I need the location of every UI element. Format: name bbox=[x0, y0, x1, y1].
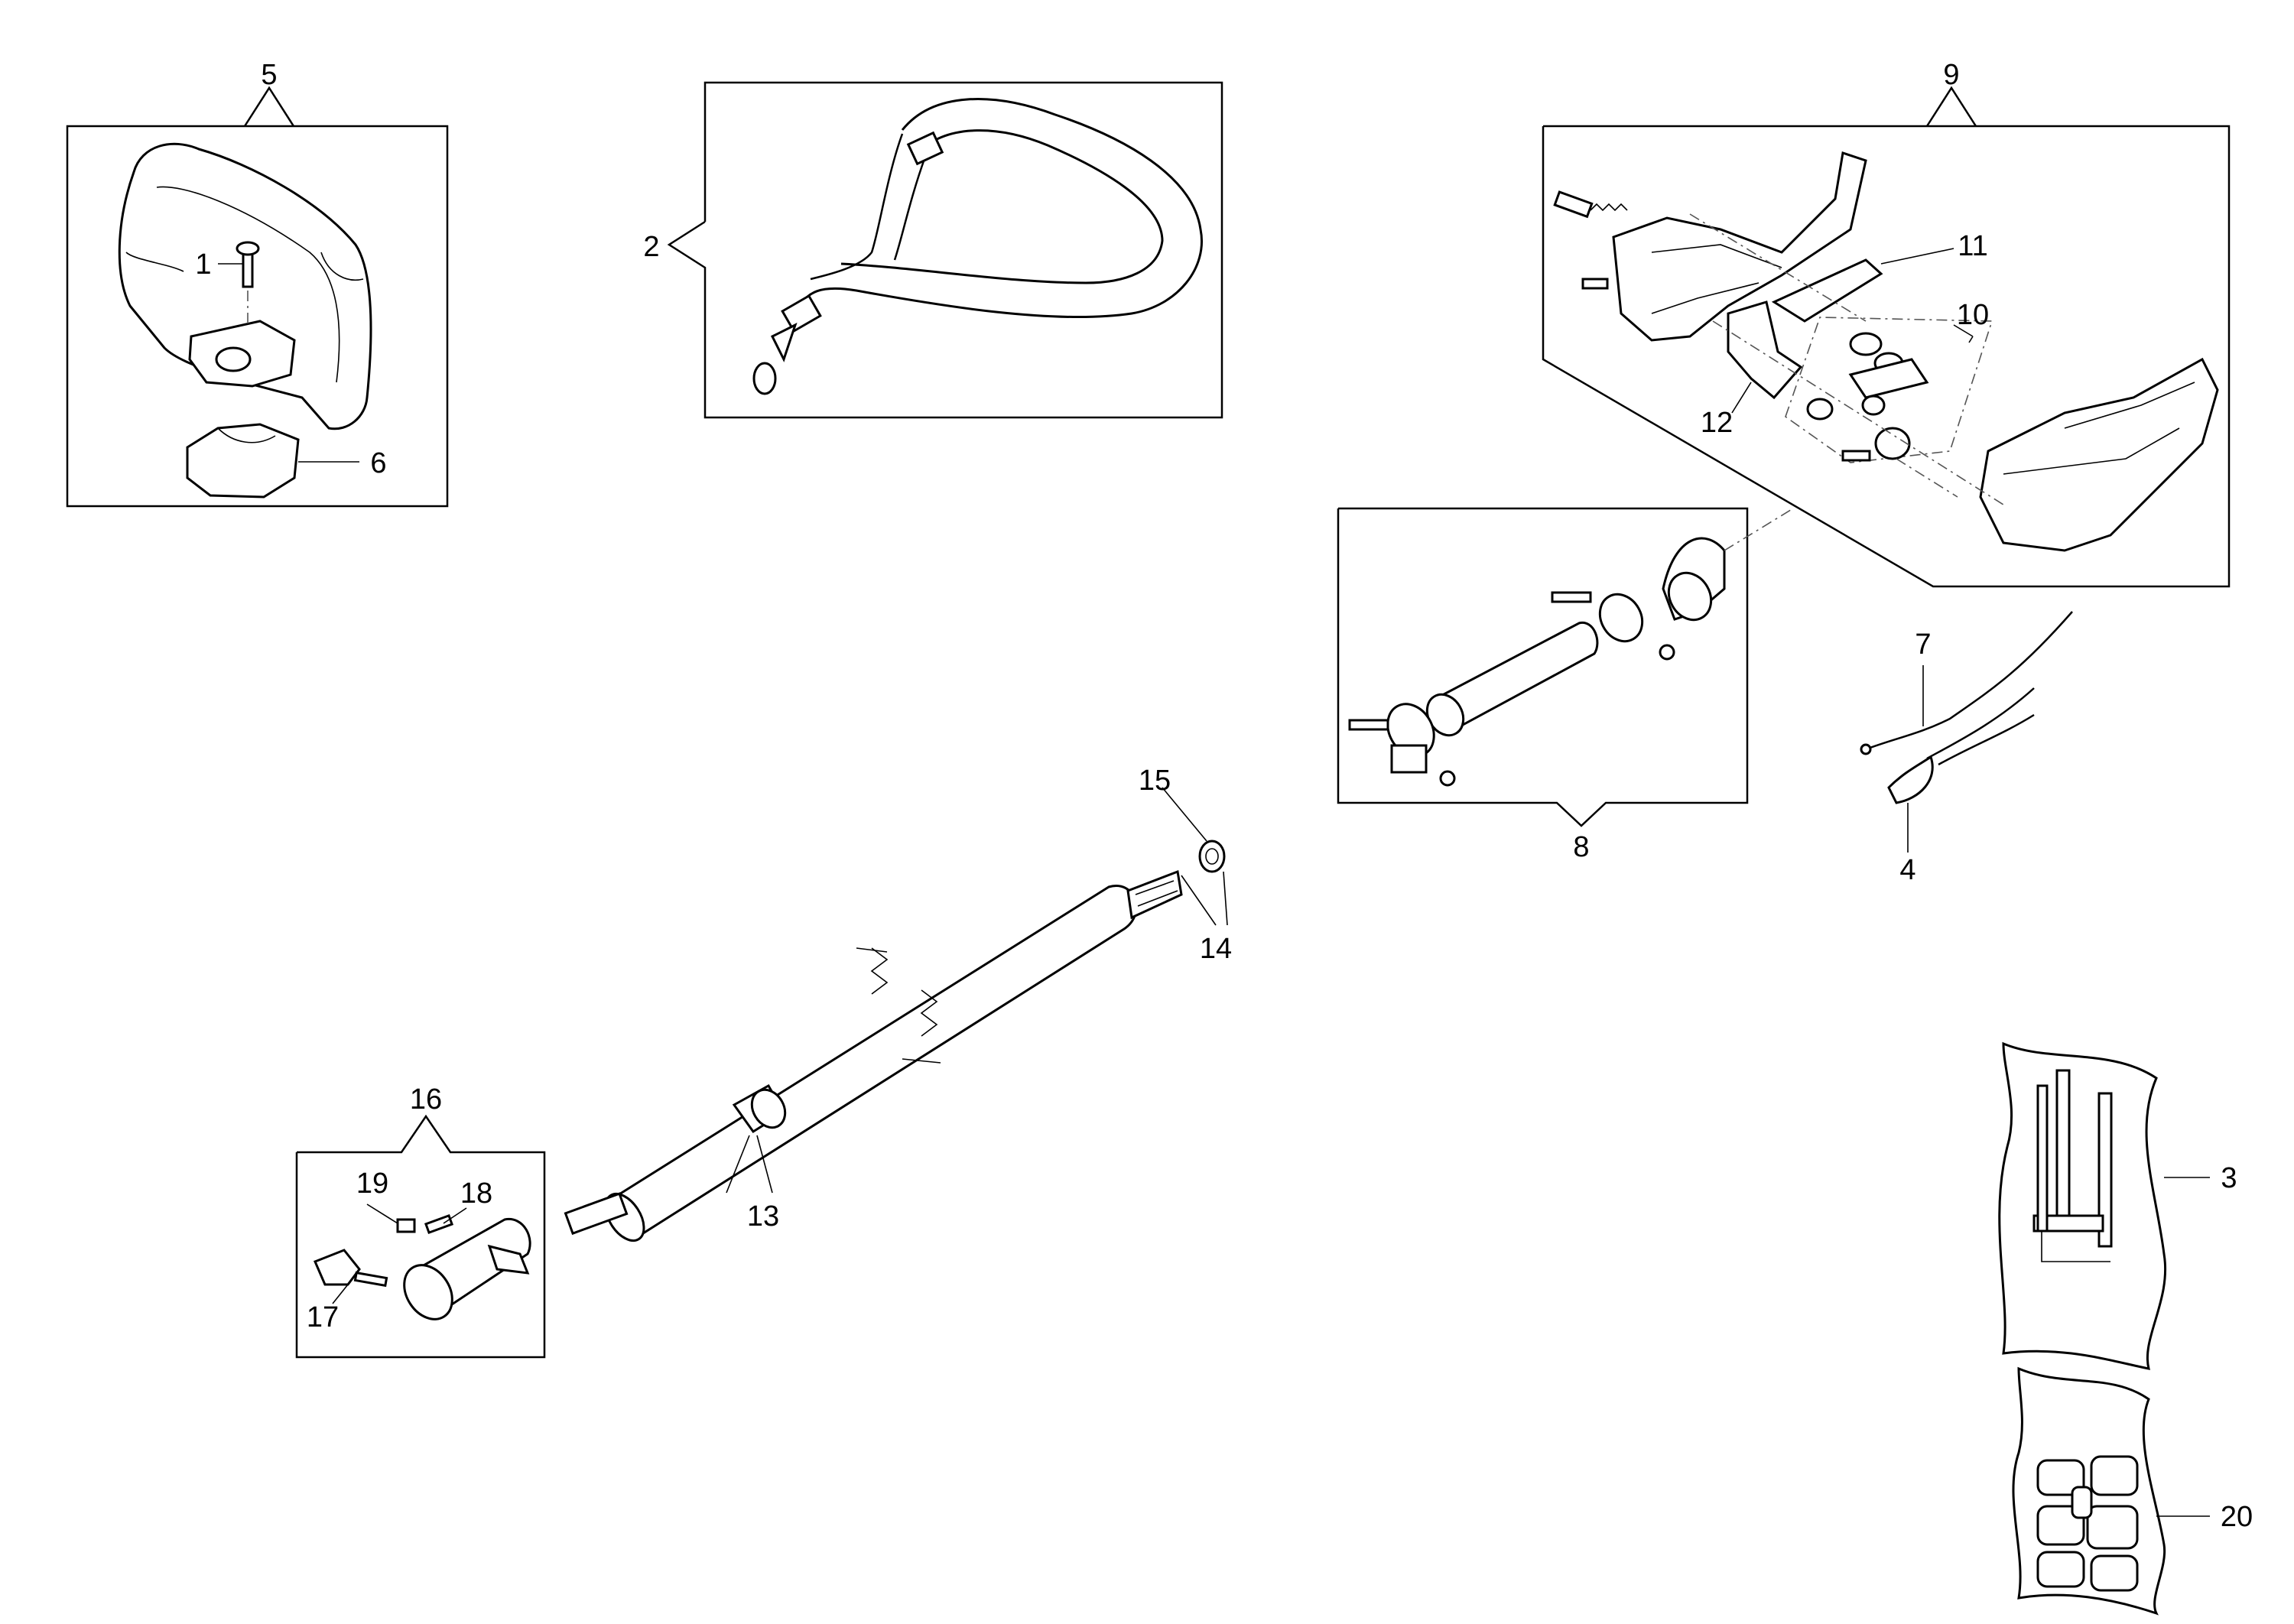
label-15: 15 bbox=[1139, 765, 1171, 797]
lever-part-12 bbox=[1727, 300, 1803, 400]
label-10: 10 bbox=[1957, 299, 1989, 331]
label-20: 20 bbox=[2221, 1501, 2253, 1533]
label-12: 12 bbox=[1701, 407, 1733, 439]
group-16-box bbox=[295, 1114, 546, 1359]
group-16-coupling: 16 19 18 17 bbox=[295, 1083, 546, 1359]
washer-part-15 bbox=[1198, 840, 1226, 873]
label-1: 1 bbox=[195, 248, 211, 281]
screw-part-19 bbox=[396, 1218, 416, 1233]
group-5-loop-handle: 5 1 6 bbox=[66, 59, 449, 508]
knob-part-17 bbox=[314, 1249, 361, 1286]
label-2: 2 bbox=[643, 231, 659, 263]
group-8-tube-clamps: 8 bbox=[1337, 507, 1794, 863]
label-19: 19 bbox=[356, 1168, 388, 1200]
label-14: 14 bbox=[1200, 933, 1232, 965]
label-16: 16 bbox=[410, 1083, 442, 1116]
clamp-part-6 bbox=[186, 423, 300, 499]
label-17: 17 bbox=[307, 1301, 339, 1333]
screw-part-18 bbox=[424, 1213, 454, 1235]
label-9: 9 bbox=[1943, 59, 1959, 91]
shaft-tube-part-13 bbox=[614, 885, 1138, 1241]
group-9-rear-handle: 9 11 10 12 bbox=[1542, 59, 2231, 588]
group-2-box bbox=[667, 81, 1223, 419]
label-5: 5 bbox=[261, 59, 277, 91]
label-13: 13 bbox=[747, 1200, 779, 1233]
cable-part-4 bbox=[1887, 755, 1934, 804]
cable-part-7 bbox=[1865, 611, 2073, 751]
label-8: 8 bbox=[1573, 831, 1589, 863]
label-7: 7 bbox=[1915, 628, 1931, 661]
tool-set-part-3: 3 bbox=[1998, 1041, 2237, 1370]
trigger-part-11 bbox=[1771, 258, 1883, 323]
group-2-shoulder-strap: 2 bbox=[643, 81, 1223, 419]
group-9-box bbox=[1542, 125, 2231, 588]
label-18: 18 bbox=[460, 1177, 492, 1210]
group-8-box bbox=[1337, 507, 1749, 827]
label-3: 3 bbox=[2221, 1162, 2237, 1194]
label-4: 4 bbox=[1899, 854, 1915, 886]
wrench-part-20: 20 bbox=[2012, 1366, 2253, 1616]
label-6: 6 bbox=[370, 447, 386, 479]
label-11: 11 bbox=[1958, 230, 1987, 262]
drive-shaft-assembly: 13 14 15 bbox=[564, 765, 1232, 1242]
group-5-box bbox=[66, 125, 449, 508]
throttle-cable: 7 4 bbox=[1860, 611, 2073, 886]
